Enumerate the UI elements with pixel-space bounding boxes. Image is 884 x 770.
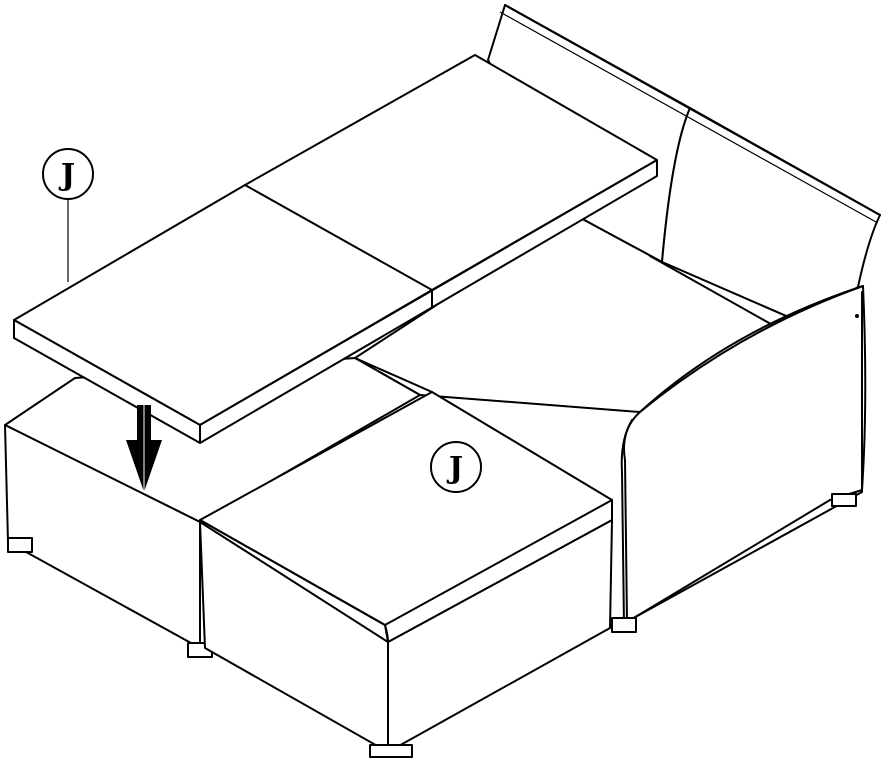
left-ottoman — [4, 357, 421, 658]
armrest-screw — [855, 314, 859, 318]
armrest-bottom-edge — [629, 491, 863, 621]
seat-callout-label: J — [446, 451, 463, 486]
tabletop-side-edge — [199, 159, 658, 444]
cushion-corner — [384, 624, 389, 643]
armrest-front-curve — [620, 419, 633, 626]
backrest-top-edge — [504, 4, 881, 216]
seat-crease — [649, 255, 786, 333]
armrest-foot — [831, 493, 857, 507]
left-ottoman-foot-left — [7, 537, 33, 553]
top-callout: J — [42, 148, 94, 282]
seat-callout-ring — [430, 441, 482, 493]
tabletop-panel-seam — [244, 184, 433, 291]
top-callout-label: J — [58, 158, 75, 193]
cushion-seam — [354, 357, 433, 393]
armrest — [623, 285, 867, 623]
tabletop-panel — [13, 54, 658, 444]
backrest-inner-edge — [499, 11, 877, 223]
sofa-frame — [354, 4, 881, 633]
right-ottoman-foot — [369, 744, 413, 758]
top-callout-ring — [42, 148, 94, 200]
right-ottoman — [199, 357, 613, 758]
front-armrest-foot — [611, 617, 637, 633]
seat-callout: J — [430, 441, 482, 493]
armrest-top-curve — [639, 285, 864, 413]
down-arrow-icon — [126, 405, 162, 492]
